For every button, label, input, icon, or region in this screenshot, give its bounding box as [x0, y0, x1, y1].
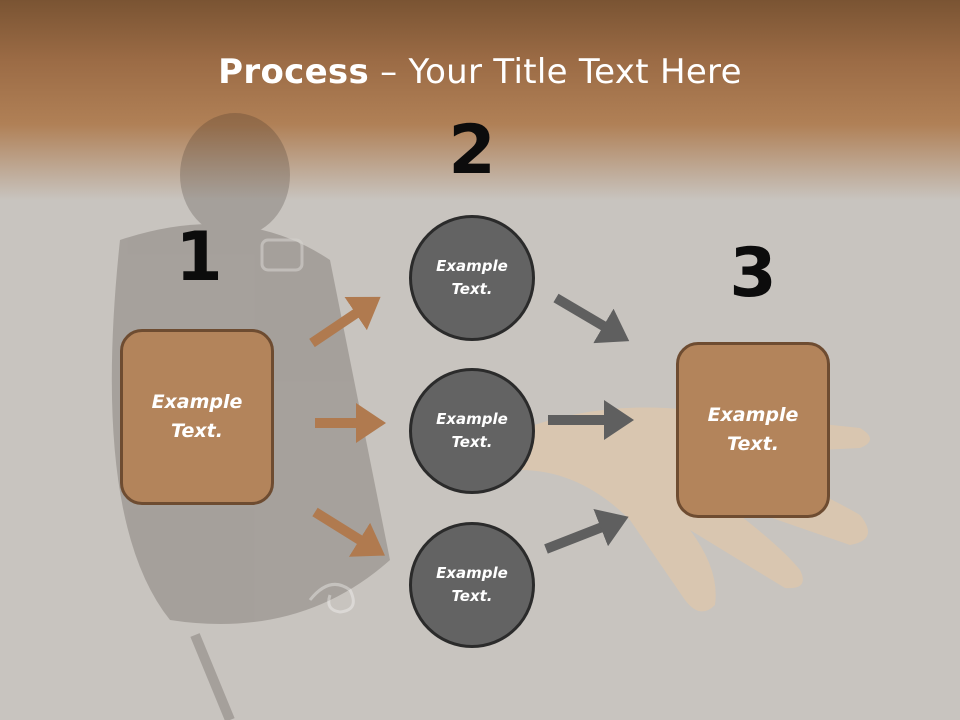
step-3-line1: Example [707, 404, 799, 426]
step-1-box: Example Text. [120, 329, 274, 505]
step-2-circle-top: Example Text. [409, 215, 535, 341]
title-bold: Process [218, 52, 370, 92]
circle-3-line1: Example [436, 564, 508, 582]
step-number-2: 2 [448, 111, 496, 190]
title-band [0, 0, 960, 200]
step-2-circle-middle: Example Text. [409, 368, 535, 494]
slide-title: Process – Your Title Text Here [0, 52, 960, 92]
arrow-to-circle-3 [312, 507, 385, 557]
step-number-1: 1 [175, 218, 223, 297]
circle-3-text: Example Text. [436, 562, 508, 608]
step-2-circle-bottom: Example Text. [409, 522, 535, 648]
step-1-line2: Text. [171, 420, 223, 442]
arrow-from-circle-3 [544, 509, 629, 554]
circle-2-text: Example Text. [436, 408, 508, 454]
arrow-from-circle-1 [553, 293, 630, 344]
step-3-box: Example Text. [676, 342, 830, 518]
title-rest: – Your Title Text Here [369, 52, 742, 92]
arrow-to-circle-1 [309, 296, 381, 348]
step-1-text: Example Text. [152, 388, 243, 446]
circle-2-line1: Example [436, 410, 508, 428]
circle-1-text: Example Text. [436, 255, 508, 301]
circle-1-line1: Example [436, 257, 508, 275]
step-1-line1: Example [151, 391, 243, 413]
circle-2-line2: Text. [451, 433, 493, 451]
circle-3-line2: Text. [451, 587, 493, 605]
step-number-3: 3 [729, 234, 777, 313]
step-3-line2: Text. [727, 433, 779, 455]
step-3-text: Example Text. [708, 401, 799, 459]
circle-1-line2: Text. [451, 280, 493, 298]
